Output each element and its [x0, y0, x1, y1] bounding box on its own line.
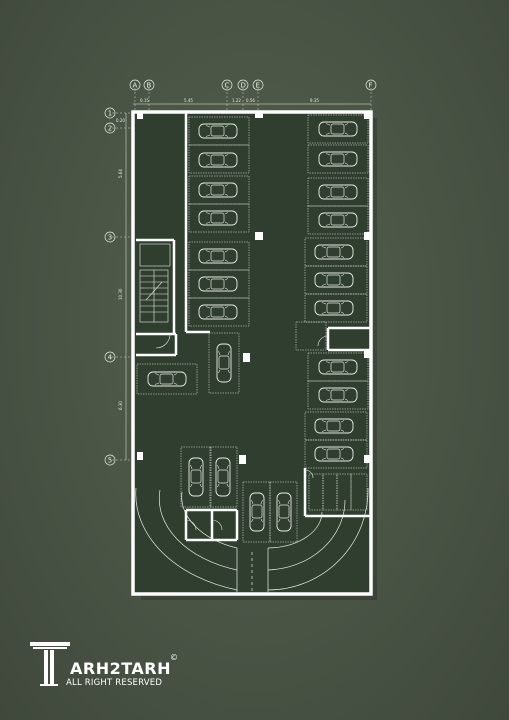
- dim-top-1: 5.45: [184, 98, 193, 103]
- dim-top-0: 0.15: [140, 98, 149, 103]
- dim-top-4: 9.35: [310, 98, 319, 103]
- grid-row-bubbles: 1 2 3 4 5: [104, 107, 116, 466]
- dim-top-2: 1.22: [232, 98, 241, 103]
- outer-wall: [131, 110, 373, 596]
- interior-walls: [136, 112, 371, 542]
- copyright-mark: ©: [170, 653, 178, 662]
- parking-bays: [136, 114, 369, 543]
- dim-left-0: 0.20: [116, 118, 125, 123]
- column-icon: [30, 642, 70, 686]
- dim-left-2: 10.30: [118, 288, 123, 300]
- grid-row-4: 4: [108, 354, 113, 362]
- dimension-labels-top: 0.15 5.45 1.22 0.56 9.35: [140, 98, 319, 103]
- door-swings: [185, 335, 329, 531]
- floor-area: [133, 112, 371, 594]
- brand-tagline: ALL RIGHT RESERVED: [66, 678, 163, 688]
- grid-col-b: B: [147, 82, 152, 90]
- dim-left-1: 5.64: [118, 169, 123, 178]
- dimension-labels-left: 0.20 5.64 10.30 6.30: [116, 118, 125, 410]
- grid-col-d: D: [241, 82, 246, 90]
- staircase: [139, 243, 171, 349]
- grid-col-c: C: [225, 82, 230, 90]
- grid-col-f: F: [369, 82, 373, 90]
- grid-column-bubbles: A B C D E F: [129, 79, 377, 91]
- grid-lines: [112, 88, 372, 461]
- grid-row-5: 5: [108, 457, 112, 465]
- dim-left-3: 6.30: [118, 401, 123, 410]
- brand-name: ARH2TARH: [70, 659, 171, 678]
- dimension-lines: [125, 103, 371, 460]
- brand-logo: ARH2TARH © ALL RIGHT RESERVED: [30, 640, 190, 690]
- grid-row-3: 3: [108, 234, 112, 242]
- dim-top-3: 0.56: [246, 98, 255, 103]
- grid-col-e: E: [256, 82, 260, 90]
- ramp: [135, 487, 369, 592]
- grid-row-2: 2: [108, 125, 112, 133]
- grid-col-a: A: [133, 82, 138, 90]
- grid-row-1: 1: [108, 110, 112, 118]
